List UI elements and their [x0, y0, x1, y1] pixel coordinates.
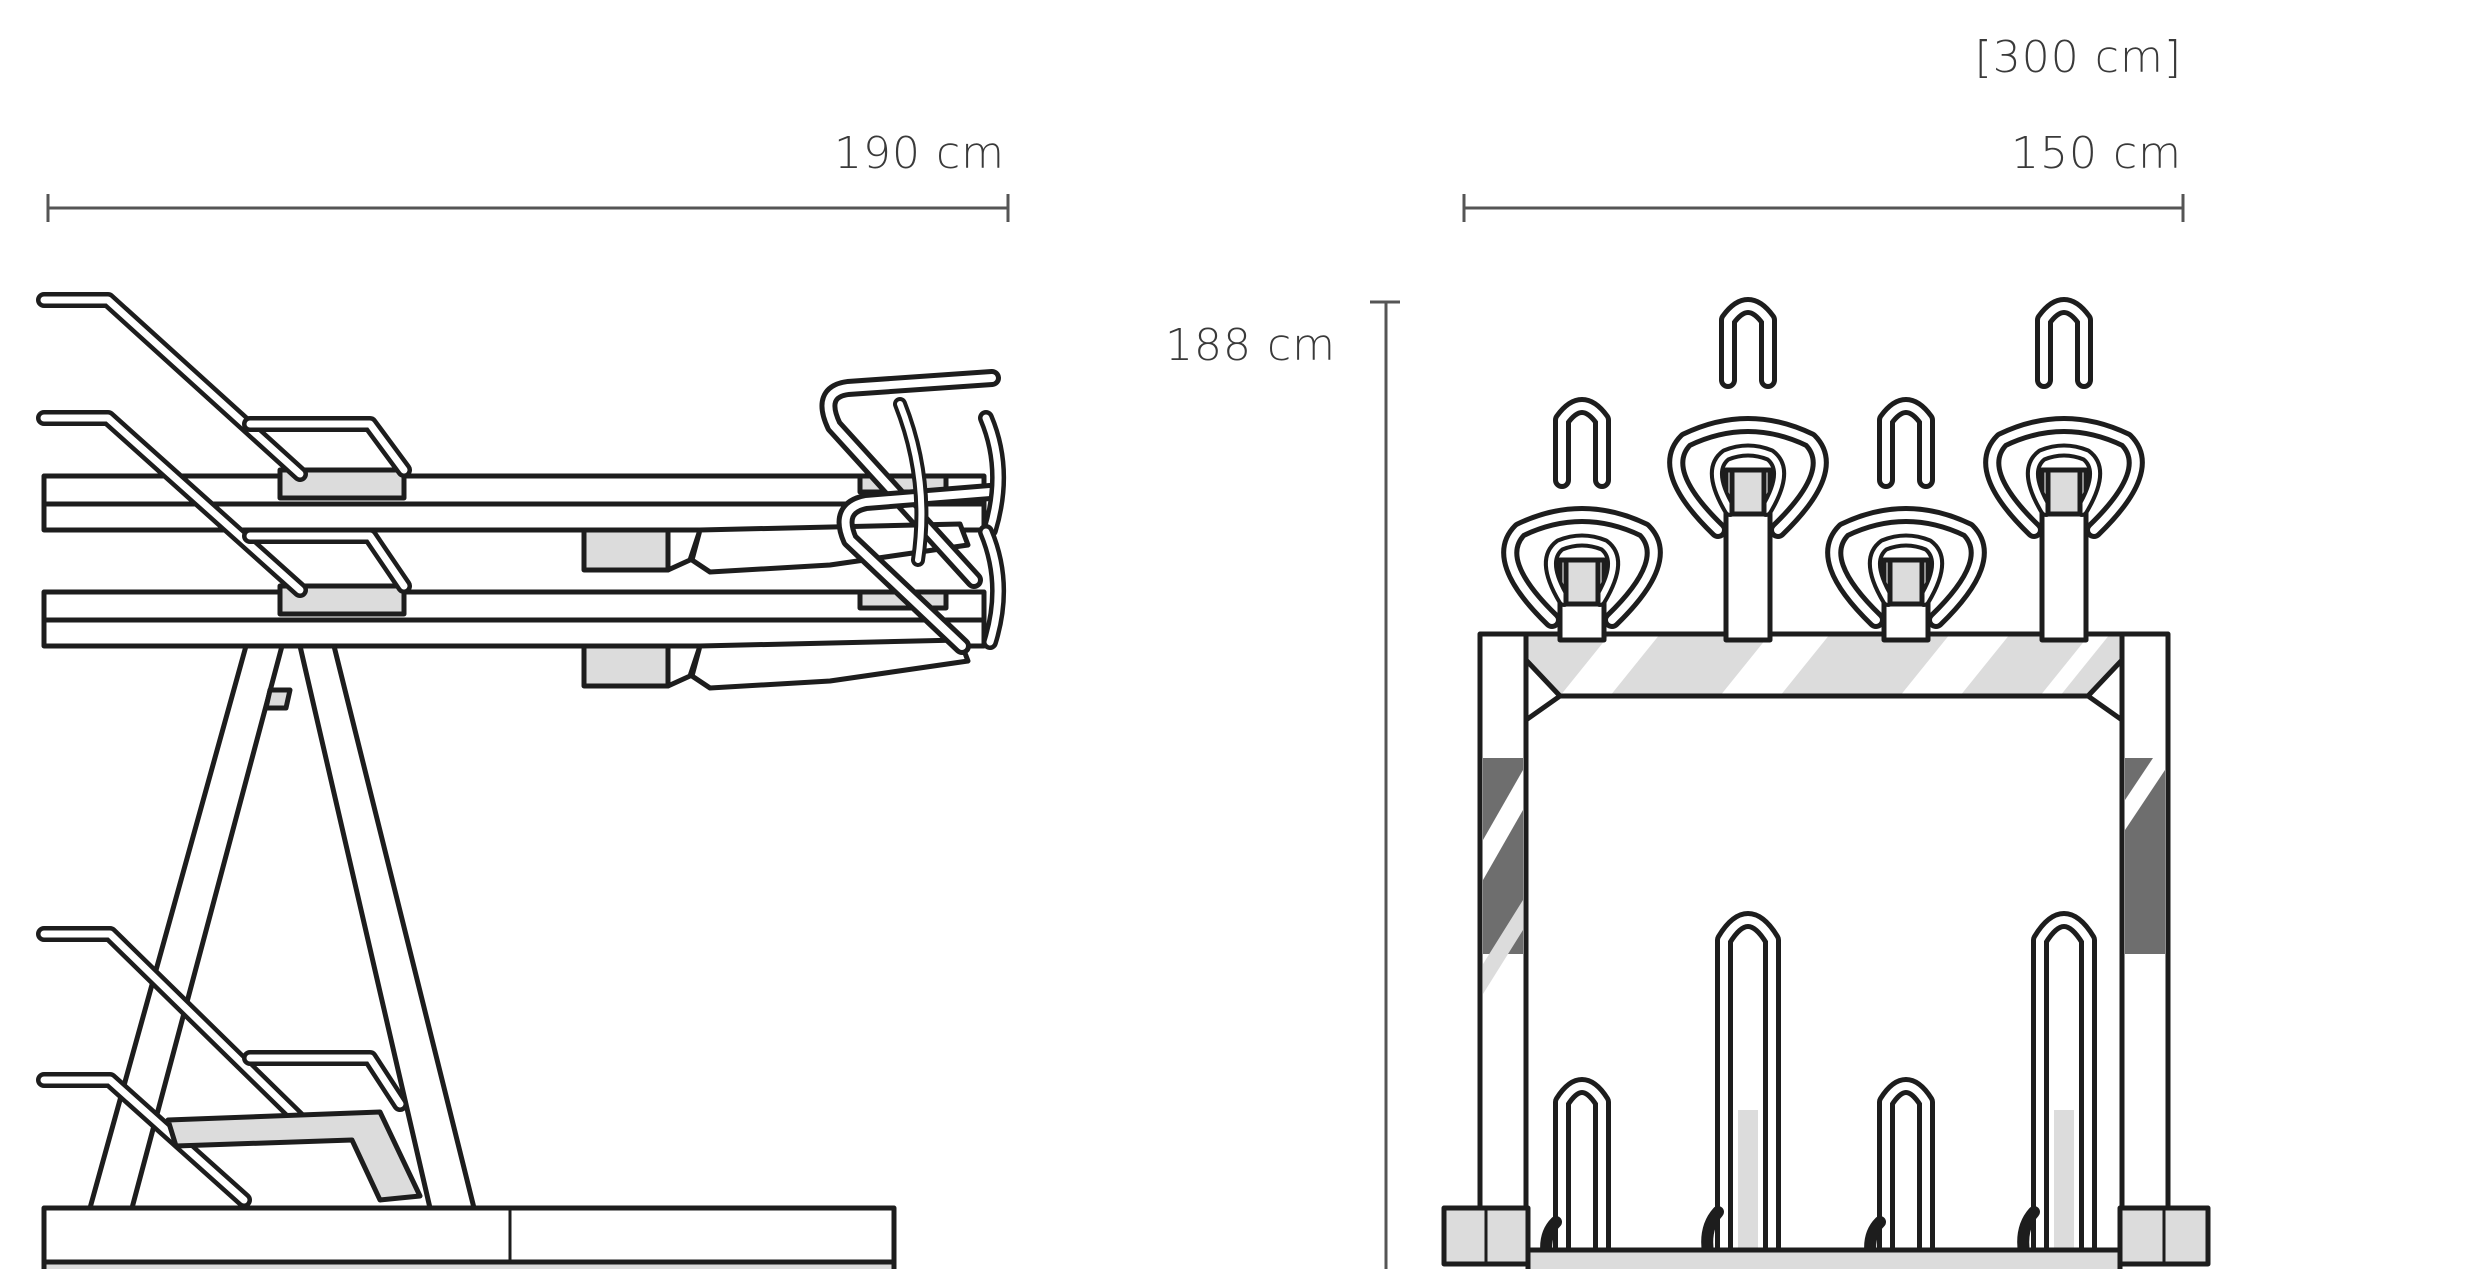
holder-3 — [1825, 397, 1987, 643]
holder-1 — [1501, 397, 1663, 643]
side-width-label: 190 cm — [834, 128, 1005, 179]
front-width-dimension: [300 cm] 150 cm — [1462, 32, 2185, 222]
right-post — [2119, 631, 2171, 1222]
upper-handles — [36, 292, 412, 598]
end-hoop — [819, 369, 1007, 655]
upper-rail-2 — [41, 589, 987, 691]
holder-2 — [1667, 297, 1829, 643]
front-extended-width-label: [300 cm] — [1975, 32, 2182, 83]
left-post — [1477, 631, 1529, 1222]
front-view — [1441, 297, 2211, 1269]
front-base — [1441, 1205, 2211, 1269]
front-width-label: 150 cm — [2011, 128, 2182, 179]
height-label: 188 cm — [1165, 320, 1336, 371]
holder-4 — [1983, 297, 2145, 643]
side-width-dimension: 190 cm — [46, 128, 1010, 222]
lower-handles — [36, 926, 423, 1208]
lower-hoops — [1540, 911, 2097, 1269]
side-view — [36, 292, 1007, 1269]
base-plate — [41, 1205, 897, 1269]
height-dimension: 188 cm — [1165, 300, 1400, 1269]
top-beam — [1523, 631, 2125, 723]
